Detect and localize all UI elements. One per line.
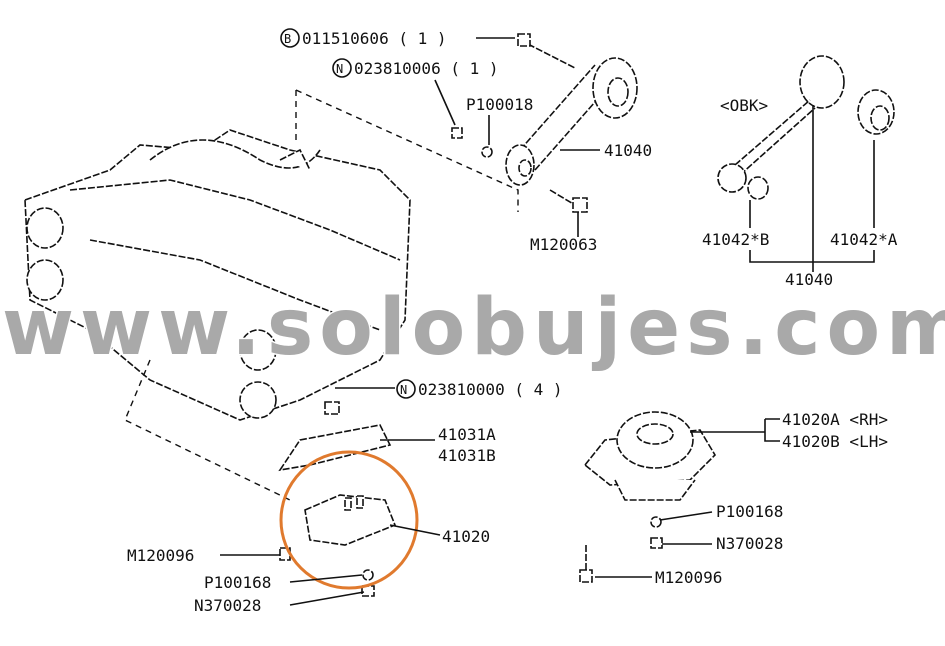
right-mount-drawing xyxy=(579,411,717,583)
prefix-badge xyxy=(280,28,300,48)
part-callout-washer-right[interactable]: P100168 xyxy=(716,502,783,521)
part-callout-bolt-pitch[interactable]: M120063 xyxy=(530,235,597,254)
part-callout-pitch-rod-assy[interactable]: 41040 xyxy=(785,270,833,289)
part-callout-bracket-a[interactable]: 41031A xyxy=(438,425,496,444)
pitch-rod-drawing xyxy=(451,33,638,213)
engine-block-drawing xyxy=(24,129,411,421)
left-mount-drawing xyxy=(278,401,397,597)
part-callout-mount-rh[interactable]: 41020A <RH> xyxy=(782,410,888,429)
leader-lines-top xyxy=(434,37,600,237)
part-callout-obk: <OBK> xyxy=(720,96,768,115)
prefix-badge xyxy=(396,379,416,399)
part-callout-mount-lh[interactable]: 41020B <LH> xyxy=(782,432,888,451)
leader-lines-right xyxy=(595,418,780,578)
svg-text:N: N xyxy=(336,62,343,76)
part-callout-washer-top[interactable]: P100018 xyxy=(466,95,533,114)
prefix-badge xyxy=(332,58,352,78)
leader-lines-left xyxy=(220,387,441,606)
highlight-circle xyxy=(279,450,419,590)
part-callout-nut-top[interactable]: N 023810006 ( 1 ) xyxy=(332,58,499,78)
part-callout-nut-right[interactable]: N370028 xyxy=(716,534,783,553)
guide-line-top xyxy=(295,89,519,212)
svg-text:N: N xyxy=(400,383,407,397)
part-callout-bracket-b[interactable]: 41031B xyxy=(438,446,496,465)
part-callout-washer-left[interactable]: P100168 xyxy=(204,573,271,592)
part-callout-bushing-a[interactable]: 41042*A xyxy=(830,230,898,249)
part-callout-bolt-left[interactable]: M120096 xyxy=(127,546,194,565)
part-callout-mount[interactable]: 41020 xyxy=(442,527,490,546)
watermark: www.solobujes.com xyxy=(2,283,945,373)
part-callout-bolt-top[interactable]: B 011510606 ( 1 ) xyxy=(280,28,447,48)
svg-text:011510606 ( 1 ): 011510606 ( 1 ) xyxy=(302,29,447,48)
part-callout-bolt-right[interactable]: M120096 xyxy=(655,568,722,587)
part-callout-bushing-b[interactable]: 41042*B xyxy=(702,230,769,249)
part-callout-pitch-rod[interactable]: 41040 xyxy=(604,141,652,160)
svg-text:023810000 ( 4 ): 023810000 ( 4 ) xyxy=(418,380,563,399)
guide-line-left xyxy=(124,359,291,501)
svg-text:B: B xyxy=(284,32,291,46)
part-callout-nut-mid[interactable]: N 023810000 ( 4 ) xyxy=(396,379,563,399)
pitch-rod-exploded-drawing xyxy=(717,55,895,200)
leader-lines-obk xyxy=(749,105,875,272)
svg-text:023810006 ( 1 ): 023810006 ( 1 ) xyxy=(354,59,499,78)
part-callout-nut-left[interactable]: N370028 xyxy=(194,596,261,615)
